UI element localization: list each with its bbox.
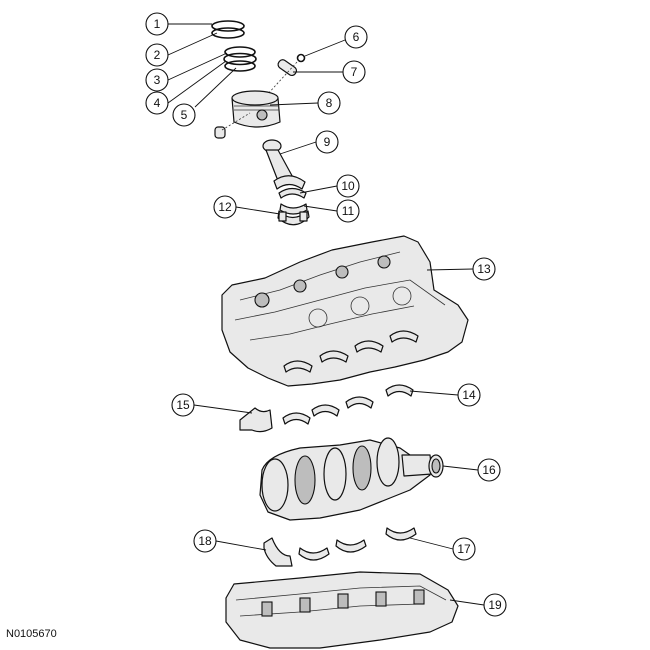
figure-id-label: N0105670 bbox=[6, 628, 57, 640]
callout-label-5: 5 bbox=[181, 108, 188, 122]
main-bearing-thrust-lower bbox=[263, 537, 293, 567]
callout-label-14: 14 bbox=[462, 388, 476, 402]
connecting-rod-cap bbox=[277, 210, 310, 226]
piston bbox=[231, 90, 281, 128]
callout-label-13: 13 bbox=[477, 262, 491, 276]
piston-ring-second bbox=[211, 27, 245, 39]
callout-label-6: 6 bbox=[353, 30, 360, 44]
callout-label-8: 8 bbox=[326, 96, 333, 110]
callout-label-2: 2 bbox=[154, 48, 161, 62]
main-bearing-upper-set bbox=[282, 384, 414, 425]
callout-18: 18 bbox=[193, 529, 217, 553]
callout-label-15: 15 bbox=[176, 398, 190, 412]
callout-2: 2 bbox=[145, 43, 169, 67]
callout-label-18: 18 bbox=[198, 534, 212, 548]
callout-label-7: 7 bbox=[351, 65, 358, 79]
callout-11: 11 bbox=[336, 199, 360, 223]
callout-4: 4 bbox=[145, 91, 169, 115]
callout-label-17: 17 bbox=[457, 542, 471, 556]
cylinder-block bbox=[221, 235, 469, 387]
callout-19: 19 bbox=[483, 593, 507, 617]
main-bearing-thrust-upper bbox=[239, 407, 273, 433]
piston-pin bbox=[277, 59, 298, 77]
leader-lines bbox=[167, 23, 485, 606]
callout-label-3: 3 bbox=[154, 73, 161, 87]
callout-17: 17 bbox=[452, 537, 476, 561]
callout-16: 16 bbox=[477, 458, 501, 482]
connecting-rod bbox=[262, 139, 306, 190]
connecting-rod-bearing-upper bbox=[278, 187, 307, 199]
piston-ring-top bbox=[211, 20, 245, 32]
callout-label-10: 10 bbox=[341, 179, 355, 193]
callout-12: 12 bbox=[213, 195, 237, 219]
callout-15: 15 bbox=[171, 393, 195, 417]
callout-9: 9 bbox=[315, 130, 339, 154]
callout-label-16: 16 bbox=[482, 463, 496, 477]
lower-crankcase bbox=[225, 571, 459, 649]
callout-label-4: 4 bbox=[154, 96, 161, 110]
callout-label-1: 1 bbox=[154, 17, 161, 31]
oil-control-ring-set bbox=[223, 46, 257, 72]
piston-pin-retainer bbox=[296, 53, 306, 63]
callout-label-11: 11 bbox=[342, 204, 355, 218]
callout-7: 7 bbox=[342, 60, 366, 84]
callout-6: 6 bbox=[344, 25, 368, 49]
callout-1: 1 bbox=[145, 12, 169, 36]
callout-3: 3 bbox=[145, 68, 169, 92]
callout-14: 14 bbox=[457, 383, 481, 407]
callout-label-12: 12 bbox=[218, 200, 232, 214]
main-bearing-lower-set bbox=[298, 527, 417, 561]
callout-label-9: 9 bbox=[324, 135, 331, 149]
callout-13: 13 bbox=[472, 257, 496, 281]
callout-10: 10 bbox=[336, 174, 360, 198]
crankshaft bbox=[259, 437, 444, 521]
callout-5: 5 bbox=[172, 103, 196, 127]
callout-8: 8 bbox=[317, 91, 341, 115]
callout-label-19: 19 bbox=[488, 598, 502, 612]
